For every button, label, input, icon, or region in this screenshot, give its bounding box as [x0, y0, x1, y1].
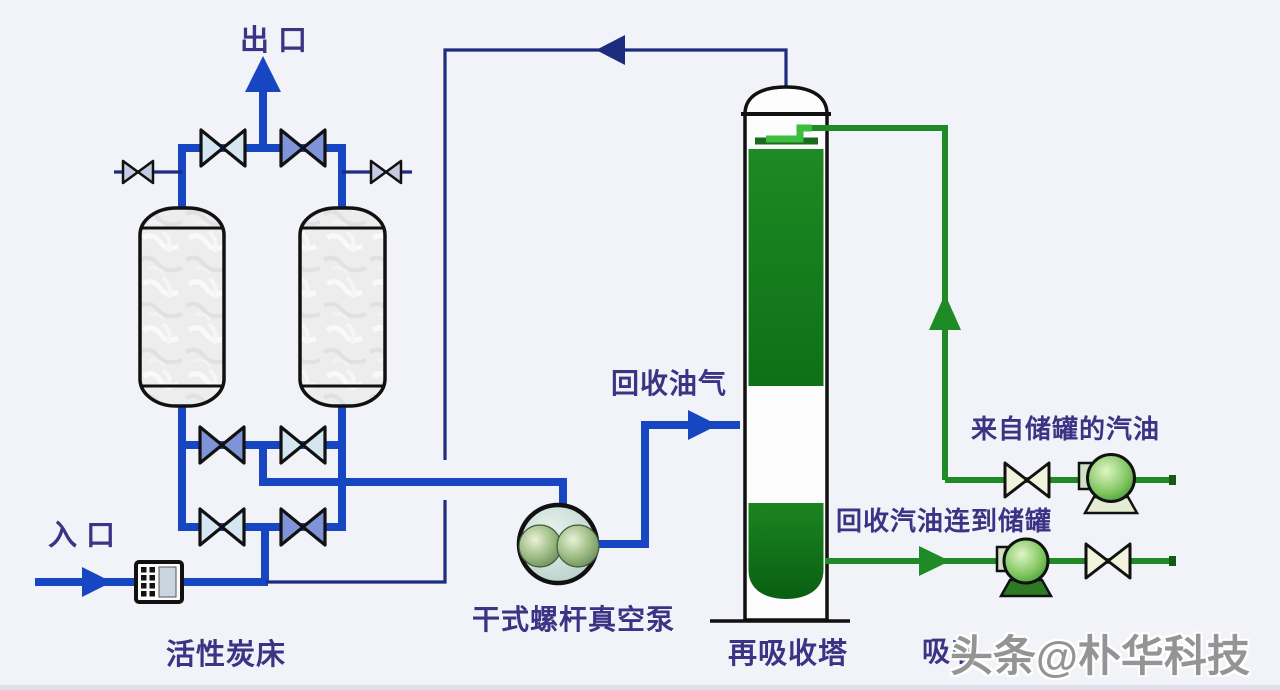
vent-valves — [121, 159, 403, 185]
watermark-text: 头条@朴华科技环保 — [950, 633, 1250, 681]
carbon-bed-vessel-2 — [298, 206, 387, 408]
vacuum-pump-label: 干式螺杆真空泵 — [472, 604, 676, 635]
gasoline-from-tank-label: 来自储罐的汽油 — [971, 414, 1161, 444]
flame-arrestor-filter — [134, 560, 184, 604]
return-pipe-endcap — [1169, 556, 1176, 566]
gasoline-up-arrow-icon — [929, 294, 961, 330]
outlet-label: 出口 — [240, 25, 317, 57]
valve-inlet-left — [198, 507, 246, 547]
screw-rotor-left — [518, 524, 562, 568]
filter-panel — [158, 566, 177, 598]
feed-pipe-endcap — [1169, 475, 1176, 485]
valve-gasoline-feed — [1003, 461, 1051, 499]
valve-vent-left — [121, 159, 155, 185]
return-arrow-icon — [596, 35, 625, 65]
vacuum-pump — [516, 502, 600, 586]
valve-regen-right — [279, 425, 327, 465]
reabsorption-tower-vessel — [710, 85, 850, 623]
valve-regen-left — [198, 425, 246, 465]
pipe-return-to-inlet — [266, 500, 447, 584]
oil-gas-arrow-icon — [688, 410, 718, 440]
valve-recovered-gasoline — [1084, 542, 1132, 580]
filter-grid — [141, 567, 155, 597]
inlet-arrow-icon — [82, 567, 112, 597]
absorbent-label-partial: 吸收 — [922, 636, 981, 667]
valve-outlet-left — [199, 128, 247, 168]
gasoline-feed-pump — [1077, 453, 1140, 515]
carbon-bed-vessel-1 — [138, 206, 226, 408]
reabsorption-tower-label: 再吸收塔 — [728, 638, 849, 670]
pipe-pump-to-tower — [594, 421, 740, 548]
recovered-gasoline-arrow-icon — [919, 546, 950, 576]
pipe-to-vacuum-pump — [259, 441, 567, 508]
tower-dome — [743, 85, 829, 115]
green-line-valves — [1003, 461, 1132, 580]
outlet-arrow-icon — [245, 56, 281, 92]
inlet-label: 入口 — [48, 520, 125, 552]
valve-inlet-right — [279, 507, 327, 547]
tower-packing-section — [748, 149, 824, 386]
recovered-gasoline-to-tank-label: 回收汽油连到储罐 — [836, 506, 1053, 536]
recovered-oil-gas-label: 回收油气 — [611, 368, 728, 399]
tower-liquid-sump — [748, 503, 824, 599]
recovered-gasoline-pump — [995, 537, 1054, 598]
carbon-bed-label: 活性炭床 — [166, 639, 287, 671]
distributor-bright-pipe — [766, 124, 812, 143]
valve-outlet-right — [279, 128, 327, 168]
valve-vent-right — [369, 159, 403, 185]
screw-rotor-right — [556, 524, 600, 568]
valves — [198, 128, 327, 547]
bottom-edge-strip — [0, 685, 1280, 690]
